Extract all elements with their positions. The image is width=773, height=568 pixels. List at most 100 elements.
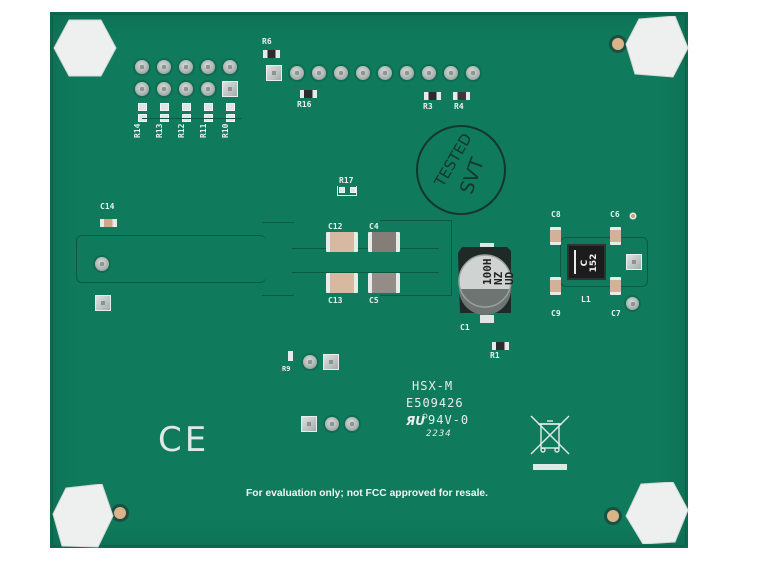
inductor-marking: C 152 [580, 250, 599, 276]
label-r4: R4 [454, 102, 464, 111]
header-pin-1 [223, 82, 237, 96]
ul-logo-icon: ЯU [405, 413, 428, 428]
r17-pad [350, 187, 356, 193]
mounting-hole-bottom-left [114, 507, 126, 519]
label-r11: R11 [199, 123, 208, 138]
capacitor-c7 [610, 277, 621, 295]
r17-outline [337, 186, 357, 196]
capacitor-c6 [610, 227, 621, 245]
test-point-square [96, 296, 110, 310]
label-c13: C13 [328, 296, 343, 305]
weee-bin-icon [527, 414, 575, 478]
label-c1: C1 [460, 323, 470, 332]
header-pin [325, 417, 339, 431]
label-r3: R3 [423, 102, 433, 111]
trace [142, 118, 242, 119]
hex-standoff-bottom-right [625, 481, 689, 548]
label-r6: R6 [262, 37, 272, 46]
header-pin [356, 66, 370, 80]
fcc-disclaimer-text: For evaluation only; not FCC approved fo… [246, 488, 489, 499]
header-pin [135, 60, 149, 74]
capacitor-c5 [368, 273, 400, 293]
test-point-round [95, 257, 109, 271]
ul-recognized-icon: ЯU [405, 412, 428, 431]
copper-trace-center [292, 248, 439, 273]
resistor-r1 [492, 342, 509, 350]
header-pin [157, 60, 171, 74]
ecap-marking: 100H NZ UD [474, 257, 522, 286]
header-pin [201, 82, 215, 96]
marking-hsx-m: HSX-M [412, 379, 454, 393]
header-pin [466, 66, 480, 80]
label-c9: C9 [551, 309, 561, 318]
capacitor-c12 [326, 232, 358, 252]
capacitor-c8 [550, 227, 561, 245]
capacitor-c9 [550, 277, 561, 295]
electrolytic-capacitor-c1: 100H NZ UD [456, 243, 516, 323]
capacitor-c4 [368, 232, 400, 252]
header-pin [444, 66, 458, 80]
header-pin [422, 66, 436, 80]
label-r13: R13 [155, 123, 164, 138]
ecap-marking-line1: 100H [480, 258, 494, 286]
label-c12: C12 [328, 222, 343, 231]
resistor-r16 [300, 90, 317, 98]
crossed-bin-icon [530, 415, 570, 470]
header-pin-1 [302, 417, 316, 431]
test-point-round [303, 355, 317, 369]
header-pin-1 [267, 66, 281, 80]
electrolytic-cap-body [458, 243, 512, 323]
header-pin [345, 417, 359, 431]
header-pin [400, 66, 414, 80]
copper-trace-step [262, 222, 294, 296]
marking-ul-rating: 94V-0 [428, 413, 470, 427]
ce-mark-icon: CE [158, 420, 210, 460]
header-pin [378, 66, 392, 80]
label-c14: C14 [100, 202, 115, 211]
marking-date-code: 2234 [426, 429, 452, 439]
capacitor-c13 [326, 273, 358, 293]
copper-trace-right [560, 237, 648, 287]
resistor-pad [138, 103, 147, 111]
ecap-marking-line2: NZ [491, 271, 505, 285]
marking-ul-file: E509426 [406, 396, 464, 410]
label-r10: R10 [221, 123, 230, 138]
label-l1: L1 [581, 295, 591, 304]
copper-trace-right-block [380, 220, 452, 296]
ecap-marking-line3: UD [502, 271, 516, 285]
resistor-pad [204, 103, 213, 111]
label-r14: R14 [133, 123, 142, 138]
label-r9: R9 [282, 365, 291, 373]
mounting-hole-top-right [612, 38, 624, 50]
label-r16: R16 [297, 100, 312, 109]
resistor-r3 [424, 92, 441, 100]
hex-standoff-top-right [625, 15, 689, 82]
header-pin [223, 60, 237, 74]
header-pin [201, 60, 215, 74]
test-point-round-right [626, 297, 639, 310]
header-pin [312, 66, 326, 80]
label-r1: R1 [490, 351, 500, 360]
label-c6: C6 [610, 210, 620, 219]
label-r17: R17 [339, 176, 354, 185]
header-pin [290, 66, 304, 80]
resistor-r9 [288, 351, 293, 361]
header-pin [157, 82, 171, 96]
mounting-hole-bottom-right [607, 510, 619, 522]
inductor-marking-line2: 152 [589, 253, 599, 273]
svg-text:ЯU: ЯU [406, 414, 425, 427]
resistor-r4 [453, 92, 470, 100]
resistor-pad [226, 103, 235, 111]
via [631, 214, 635, 218]
label-c8: C8 [551, 210, 561, 219]
r17-pad [339, 187, 345, 193]
hex-standoff-top-left [53, 19, 117, 81]
resistor-pad [182, 103, 191, 111]
header-pin [135, 82, 149, 96]
hex-standoff-bottom-left [52, 483, 114, 552]
label-r12: R12 [177, 123, 186, 138]
header-pin [334, 66, 348, 80]
header-pin [179, 82, 193, 96]
test-point-square [324, 355, 338, 369]
label-c4: C4 [369, 222, 379, 231]
